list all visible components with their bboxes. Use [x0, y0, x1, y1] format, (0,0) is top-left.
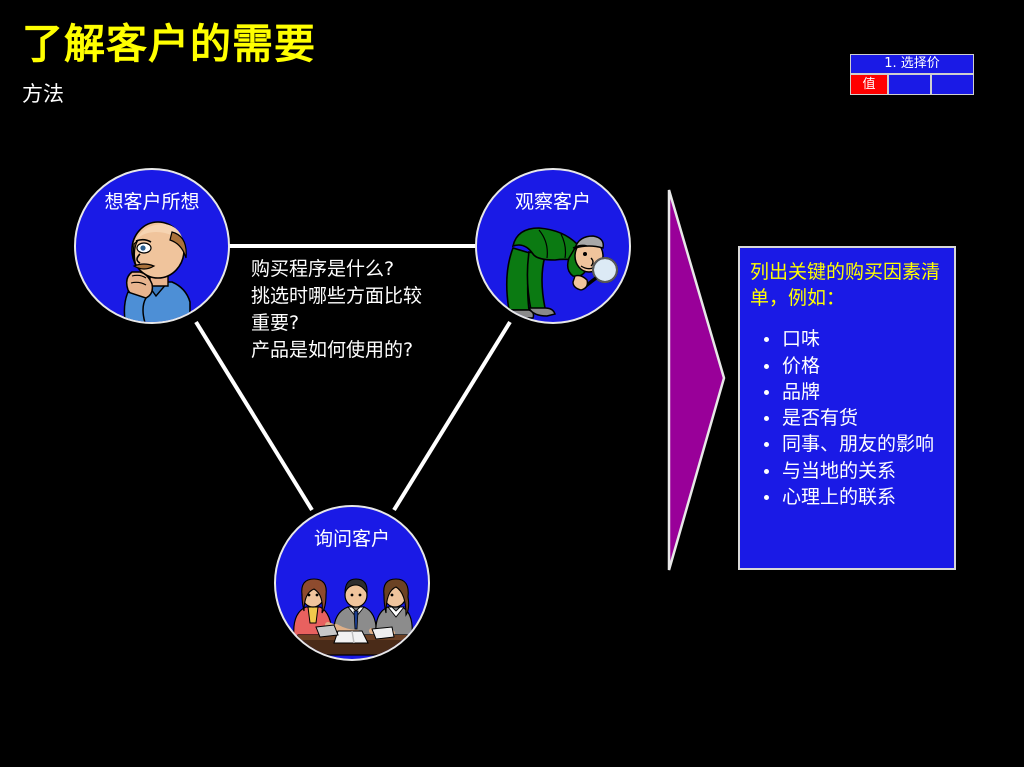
list-item: 与当地的关系: [750, 459, 944, 484]
man-with-magnifier-illustration: [503, 227, 618, 319]
step-indicator[interactable]: 1. 选择价 值: [850, 54, 974, 95]
question-line-3: 重要?: [251, 311, 300, 334]
list-item: 价格: [750, 354, 944, 379]
node-watch-label: 观察客户: [514, 191, 591, 213]
question-list: 购买程序是什么? 挑选时哪些方面比较 重要? 产品是如何使用的?: [251, 256, 481, 364]
list-item: 品牌: [750, 380, 944, 405]
meeting-interview-illustration: [291, 578, 425, 656]
list-item: 心理上的联系: [750, 485, 944, 510]
question-line-4: 产品是如何使用的?: [251, 338, 414, 361]
node-ask-customer[interactable]: 询问客户: [274, 505, 430, 661]
node-ask-label: 询问客户: [313, 528, 390, 550]
step-cell-2[interactable]: [888, 74, 931, 95]
node-think-like-customer[interactable]: 想客户所想: [74, 168, 230, 324]
node-observe-customer[interactable]: 观察客户: [475, 168, 631, 324]
page-subtitle: 方法: [22, 82, 64, 106]
step-cell-active[interactable]: 值: [850, 74, 888, 95]
key-factors-heading: 列出关键的购买因素清单，例如：: [750, 261, 941, 309]
step-cell-3[interactable]: [931, 74, 974, 95]
question-line-2: 挑选时哪些方面比较: [251, 284, 423, 307]
key-factors-list: 口味 价格 品牌 是否有货 同事、朋友的影响 与当地的关系 心理上的联系: [750, 327, 944, 510]
question-line-1: 购买程序是什么?: [251, 258, 395, 280]
list-item: 同事、朋友的影响: [750, 432, 944, 457]
list-item: 是否有货: [750, 406, 944, 431]
right-pointing-arrow: [667, 189, 726, 571]
thinking-man-illustration: [123, 221, 191, 322]
list-item: 口味: [750, 327, 944, 352]
step-indicator-header: 1. 选择价: [850, 54, 974, 74]
page-title: 了解客户的需要: [22, 20, 316, 68]
key-factors-panel: 列出关键的购买因素清单，例如： 口味 价格 品牌 是否有货 同事、朋友的影响 与…: [738, 246, 956, 570]
step-indicator-row: 值: [850, 74, 974, 95]
node-think-label: 想客户所想: [104, 191, 200, 213]
